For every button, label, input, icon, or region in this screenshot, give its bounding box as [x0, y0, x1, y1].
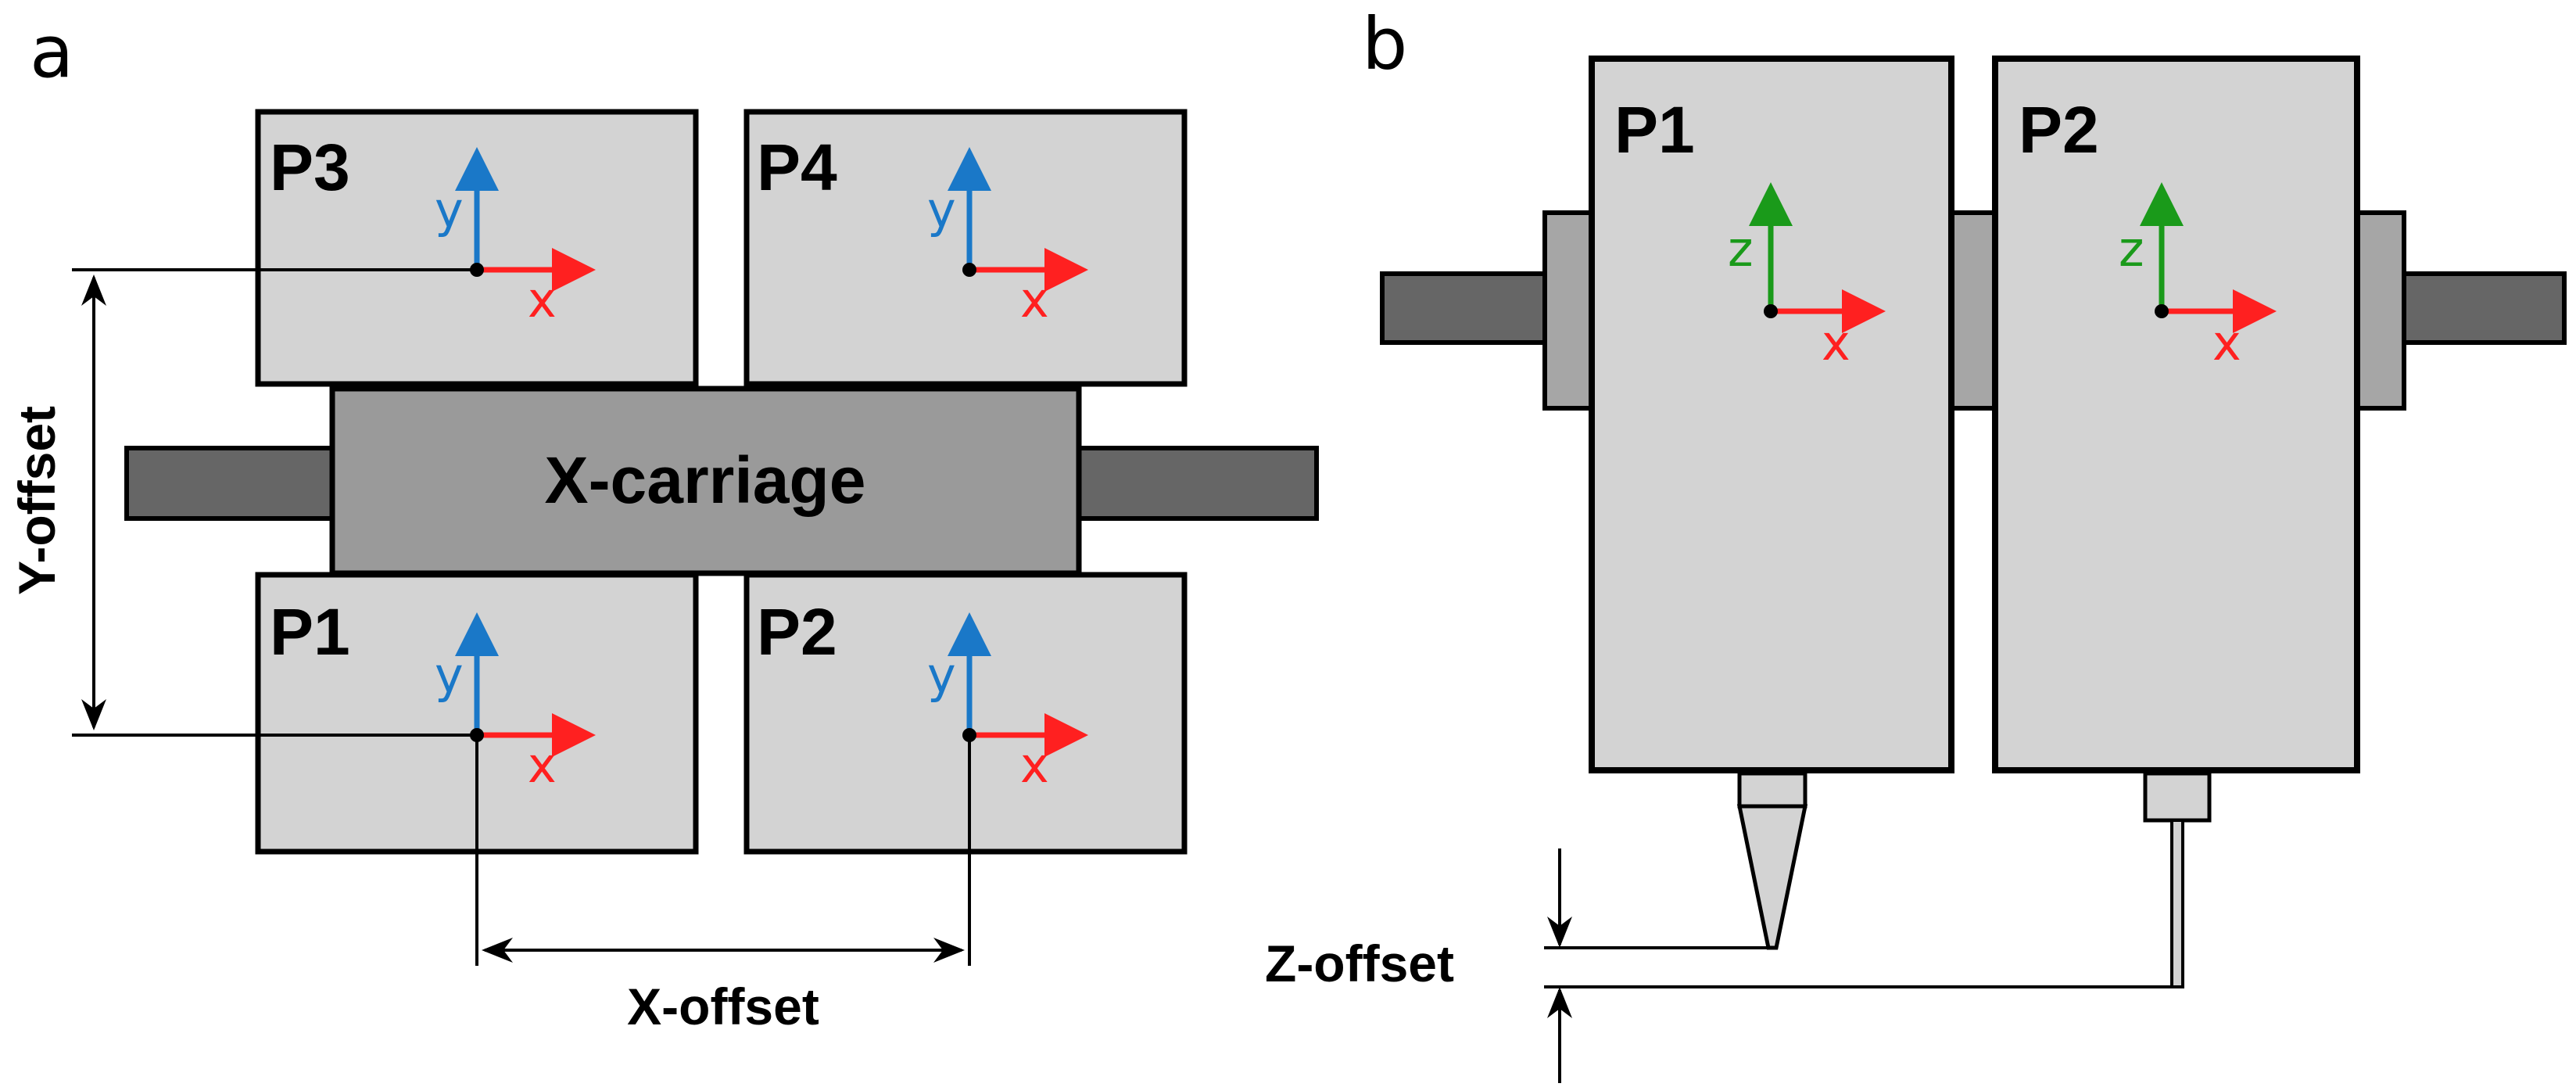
panel-b: b P1 P2 z x z x — [1265, 2, 2567, 1083]
nozzle-p2 — [2143, 771, 2212, 988]
head-b-p1-label: P1 — [1614, 93, 1695, 167]
frame-b-p2: z x — [2119, 182, 2277, 371]
nozzle-p1-cone — [1736, 804, 1808, 950]
nozzle-p1-collar — [1737, 771, 1807, 809]
z-axis-label: z — [1728, 221, 1754, 278]
y-axis-label: y — [435, 647, 464, 704]
x-axis-label: x — [528, 271, 557, 328]
z-offset-dimension: Z-offset — [1265, 848, 2177, 1083]
panel-a: a X-carriage P3 P4 P1 P2 y x y x — [8, 10, 1319, 1035]
frame-p1: y x — [435, 612, 596, 794]
frame-p4: y x — [927, 147, 1088, 328]
head-b-p2 — [1992, 56, 2360, 773]
frame-p3: y x — [435, 147, 596, 328]
x-axis-label: x — [1822, 314, 1850, 371]
head-b-p2-label: P2 — [2019, 93, 2099, 167]
y-axis-label: y — [927, 181, 956, 239]
z-offset-label: Z-offset — [1265, 935, 1454, 992]
head-p2-label: P2 — [757, 595, 837, 669]
y-offset-label: Y-offset — [8, 406, 66, 595]
bracket-left — [1542, 210, 1594, 411]
head-p2 — [743, 572, 1188, 855]
nozzle-p2-needle — [2170, 819, 2184, 988]
x-offset-dimension: X-offset — [475, 735, 971, 1035]
nozzle-p1 — [1736, 771, 1808, 950]
x-carriage-label: X-carriage — [545, 443, 866, 517]
y-axis-label: y — [435, 181, 464, 239]
bracket-middle — [1946, 210, 1997, 411]
y-axis-label: y — [927, 647, 956, 704]
frame-b-p1: z x — [1728, 182, 1886, 371]
head-p1-label: P1 — [270, 595, 350, 669]
x-offset-label: X-offset — [627, 978, 819, 1035]
x-axis-label: x — [1020, 271, 1049, 328]
z-axis-label: z — [2119, 221, 2144, 278]
x-axis-label: x — [2212, 314, 2241, 371]
x-carriage — [329, 386, 1082, 576]
origin-dot — [2155, 304, 2169, 318]
bracket-right — [2355, 210, 2406, 411]
x-axis-label: x — [1020, 737, 1049, 794]
head-b-p1 — [1589, 56, 1954, 773]
panel-a-label: a — [30, 10, 73, 94]
x-axis-label: x — [528, 737, 557, 794]
head-p3-label: P3 — [270, 131, 350, 204]
frame-p2: y x — [927, 612, 1088, 794]
nozzle-p2-collar — [2143, 771, 2212, 823]
panel-b-label: b — [1362, 2, 1407, 86]
origin-dot — [962, 263, 976, 277]
origin-dot — [1764, 304, 1778, 318]
head-p4-label: P4 — [757, 131, 837, 204]
y-offset-dimension: Y-offset — [8, 268, 477, 737]
